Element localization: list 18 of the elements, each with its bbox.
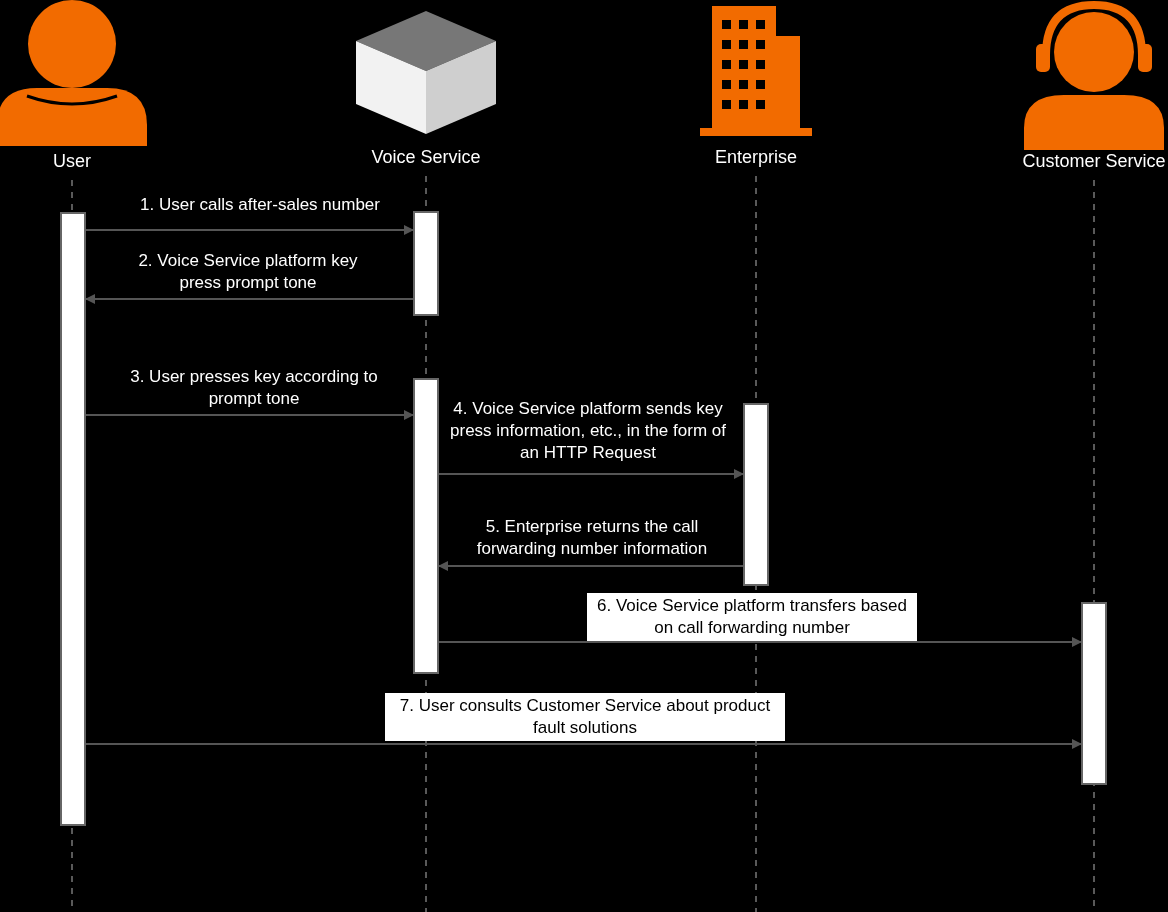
arrow: [438, 637, 1082, 647]
edge-label: 7. User consults Customer Service about product fault solutions: [385, 693, 785, 741]
arrow: [85, 225, 414, 235]
activation-bar: [1081, 602, 1107, 785]
edge-label: 6. Voice Service platform transfers based on call forwarding number: [587, 593, 917, 641]
arrow: [85, 739, 1082, 749]
participant-label: Customer Service: [1022, 151, 1166, 172]
arrow: [85, 294, 414, 304]
activation-bar: [413, 211, 439, 316]
participant-label: User: [53, 151, 91, 172]
participant-label: Voice Service: [371, 147, 481, 168]
participant-label: Enterprise: [715, 147, 797, 168]
activation-bar: [413, 378, 439, 674]
arrow: [438, 561, 744, 571]
arrow: [438, 469, 744, 479]
activation-bar: [743, 403, 769, 586]
arrow: [85, 410, 414, 420]
activation-bar: [60, 212, 86, 826]
